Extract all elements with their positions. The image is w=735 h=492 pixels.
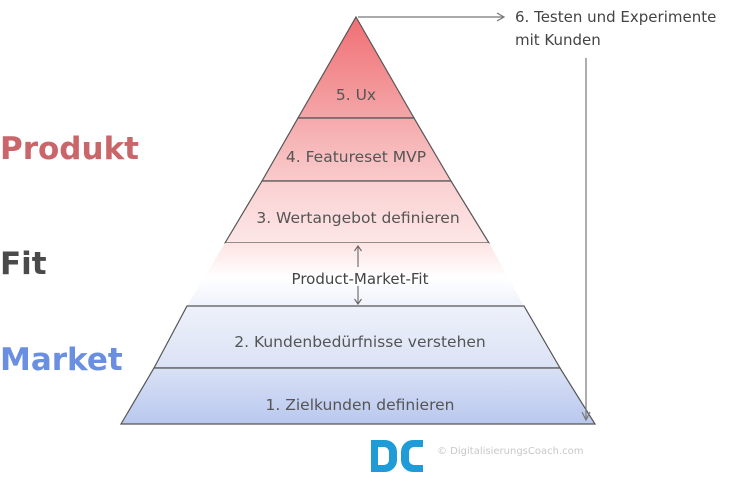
level-4-text: 4. Featureset MVP (286, 148, 426, 166)
loop-note-line-1: 6. Testen und Experimente (515, 8, 716, 26)
loop-arrow-down (581, 58, 591, 422)
fit-down-arrow (354, 286, 362, 305)
loop-note-line-2: mit Kunden (515, 31, 601, 49)
fit-label: Fit (0, 246, 47, 282)
produkt-label: Produkt (0, 131, 140, 167)
digitalisierungscoach-logo: © DigitalisierungsCoach.com (371, 440, 583, 472)
level-1-shape (119, 367, 597, 425)
product-market-fit-text: Product-Market-Fit (292, 270, 429, 288)
level-5-text: 5. Ux (336, 86, 376, 104)
fit-up-arrow (354, 245, 362, 267)
level-3-text: 3. Wertangebot definieren (256, 209, 459, 227)
loop-arrow-top (358, 12, 506, 22)
market-label: Market (0, 342, 123, 378)
copyright-credit: © DigitalisierungsCoach.com (437, 446, 583, 457)
fit-band-shape (187, 243, 524, 306)
level-2-text: 2. Kundenbedürfnisse verstehen (234, 333, 486, 351)
level-1-text: 1. Zielkunden definieren (266, 396, 455, 414)
